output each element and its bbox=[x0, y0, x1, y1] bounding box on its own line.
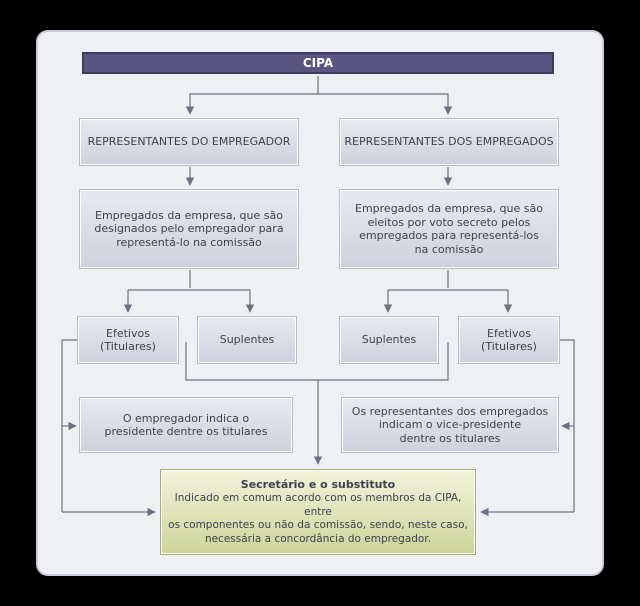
employee-desc: Empregados da empresa, que são eleitos p… bbox=[355, 202, 543, 256]
employer-suplentes-box: Suplentes bbox=[198, 317, 296, 363]
connector-right-outer bbox=[560, 339, 575, 512]
arrow-to-left-title bbox=[185, 93, 318, 115]
employee-desc-box: Empregados da empresa, que são eleitos p… bbox=[340, 190, 558, 268]
employer-suplentes-label: Suplentes bbox=[219, 333, 275, 347]
employee-suplentes-label: Suplentes bbox=[361, 333, 417, 347]
president-note: O empregador indica o presidente dentre … bbox=[104, 411, 268, 439]
president-note-box: O empregador indica o presidente dentre … bbox=[80, 398, 292, 452]
cipa-title: CIPA bbox=[302, 56, 334, 70]
cipa-header: CIPA bbox=[82, 52, 554, 74]
employee-suplentes-box: Suplentes bbox=[340, 317, 438, 363]
employee-efetivos-label: Efetivos (Titulares) bbox=[481, 326, 537, 354]
employee-reps-box: REPRESENTANTES DOS EMPREGADOS bbox=[340, 119, 558, 165]
employer-desc: Empregados da empresa, que são designado… bbox=[94, 208, 284, 249]
vice-note: Os representantes dos empregados indicam… bbox=[351, 404, 549, 445]
secretary-body: Indicado em comum acordo com os membros … bbox=[168, 492, 468, 545]
connector-left-outer bbox=[61, 339, 78, 512]
employer-desc-box: Empregados da empresa, que são designado… bbox=[80, 190, 298, 268]
connector-left-split bbox=[128, 270, 250, 291]
employer-efetivos-label: Efetivos (Titulares) bbox=[100, 326, 156, 354]
arrow-to-right-title bbox=[318, 93, 453, 115]
secretary-title: Secretário e o substituto bbox=[240, 478, 396, 491]
employee-efetivos-box: Efetivos (Titulares) bbox=[459, 317, 559, 363]
vice-note-box: Os representantes dos empregados indicam… bbox=[342, 398, 558, 452]
employee-reps-title: REPRESENTANTES DOS EMPREGADOS bbox=[344, 135, 554, 149]
secretary-box: Secretário e o substituto Indicado em co… bbox=[161, 470, 475, 554]
connector-efetivos-center bbox=[185, 342, 449, 381]
employer-reps-title: REPRESENTANTES DO EMPREGADOR bbox=[87, 135, 291, 149]
employer-efetivos-box: Efetivos (Titulares) bbox=[78, 317, 178, 363]
connector-right-split bbox=[388, 270, 508, 291]
employer-reps-box: REPRESENTANTES DO EMPREGADOR bbox=[80, 119, 298, 165]
